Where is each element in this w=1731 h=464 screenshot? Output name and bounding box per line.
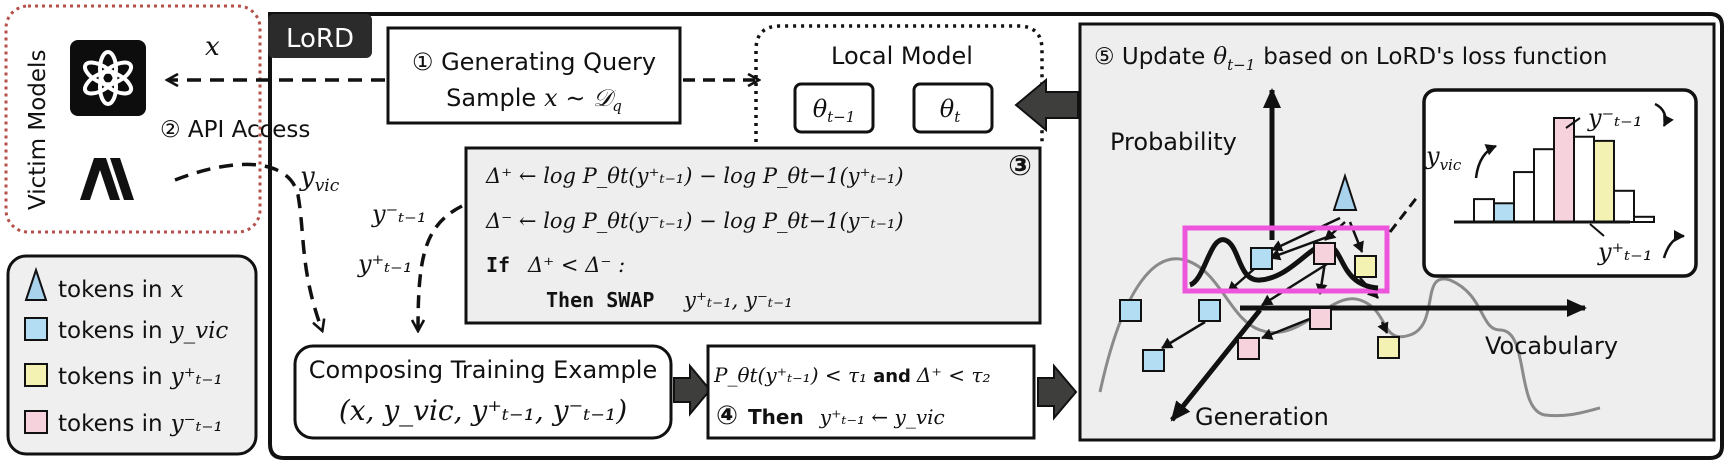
token-squares (1119, 242, 1400, 372)
token-blue-2 (1119, 299, 1142, 322)
hist-yplus-curved-arrow (1662, 230, 1685, 259)
histogram-bar-plain (1633, 215, 1655, 224)
token-blue-3 (1198, 299, 1221, 322)
theta-cur-box (912, 82, 994, 134)
query-box (386, 26, 682, 125)
histogram-bar-neg (1553, 117, 1575, 223)
legend-pink-square-icon (24, 410, 48, 434)
token-x-triangle-icon (1332, 172, 1358, 211)
hist-yminus-pointer (1565, 117, 1581, 129)
panel-to-local-arrow (1014, 77, 1079, 133)
generation-axis (1170, 308, 1262, 422)
hist-yvic-curved-arrow (1474, 144, 1497, 179)
local-model-title: Local Model (831, 42, 973, 70)
step3-line1: Δ⁺ ← log P_θt(y⁺ₜ₋₁) − log P_θt−1(y⁺ₜ₋₁) (485, 164, 904, 188)
histogram-bar-plain (1513, 171, 1535, 223)
hist-yplus-pointer (1589, 223, 1605, 237)
compose-to-step4-arrow (673, 363, 712, 417)
probability-axis-label: Probability (1110, 128, 1237, 156)
yminus-arrow-label: y⁻ₜ₋₁ (371, 200, 426, 228)
compose-line2: (x, y_vic, y⁺ₜ₋₁, y⁻ₜ₋₁) (339, 394, 627, 427)
highlight-curve (1188, 237, 1379, 291)
yvic-label: yvic (299, 162, 340, 196)
histogram-bars (1473, 117, 1655, 224)
hist-yminus-label: y⁻ₜ₋₁ (1587, 104, 1642, 132)
victim-models-title: Victim Models (25, 50, 51, 210)
histogram-bar-plain (1473, 198, 1495, 223)
compose-line1: Composing Training Example (309, 356, 657, 384)
step4-box (706, 344, 1036, 440)
local-model-box (754, 24, 1044, 142)
step4-to-panel-arrow (1037, 363, 1078, 421)
step3-condition: Δ⁺ < Δ⁻ : (527, 253, 625, 277)
histogram-bar-plain (1613, 189, 1635, 224)
histogram-bar-plain (1533, 148, 1555, 223)
lord-tag (268, 14, 372, 58)
generation-axis-label: Generation (1195, 403, 1329, 431)
step3-swap-args: y⁺ₜ₋₁, y⁻ₜ₋₁ (683, 288, 793, 312)
token-pink-3 (1237, 337, 1260, 360)
yminus-dashed-arrow (418, 204, 463, 330)
histogram-bar-plain (1573, 135, 1595, 223)
histogram-bar-pos (1593, 139, 1615, 224)
yvic-dashed-curve (174, 162, 322, 330)
token-tree-arrows (1161, 216, 1389, 350)
step3-if: If (486, 253, 510, 277)
openai-logo-icon (70, 40, 146, 116)
legend-yellow-square-icon (24, 363, 48, 387)
api-access-label: ② API Access (160, 117, 310, 143)
token-yellow-1 (1354, 255, 1377, 278)
legend-blue-square-icon (24, 317, 48, 341)
lord-tag-label: LoRD (286, 24, 354, 54)
legend-triangle-icon (24, 266, 48, 301)
token-blue-1 (1250, 247, 1273, 270)
victim-x-label: x (205, 32, 220, 62)
step3-number: ③ (1008, 149, 1032, 182)
query-line1: ① Generating Query (412, 48, 656, 76)
hist-yvic-label: yvic (1425, 142, 1462, 174)
step3-then-swap: Then SWAP (546, 288, 654, 312)
theta-prev-box (793, 82, 875, 134)
theta-prev-label: θt−1 (813, 95, 856, 126)
hist-yminus-curved-arrow (1654, 102, 1674, 127)
theta-cur-label: θt (940, 95, 961, 126)
token-pink-1 (1313, 242, 1336, 265)
hist-yplus-label: y⁺ₜ₋₁ (1597, 238, 1652, 266)
victim-models-box (4, 4, 262, 234)
zoom-connector (1388, 195, 1420, 233)
legend-box (6, 254, 258, 456)
yplus-arrow-label: y⁺ₜ₋₁ (357, 250, 412, 278)
step3-box (464, 146, 1042, 325)
vocabulary-axis-label: Vocabulary (1485, 332, 1618, 360)
step3-line2: Δ⁻ ← log P_θt(y⁻ₜ₋₁) − log P_θt−1(y⁻ₜ₋₁) (485, 209, 904, 233)
anthropic-logo-icon (80, 158, 134, 200)
highlight-box (1182, 225, 1390, 294)
token-yellow-2 (1377, 336, 1400, 359)
histogram-bar-vic (1493, 202, 1515, 223)
token-pink-2 (1309, 307, 1332, 330)
token-blue-4 (1142, 349, 1165, 372)
lord-container (268, 12, 1724, 460)
compose-box (293, 344, 673, 440)
